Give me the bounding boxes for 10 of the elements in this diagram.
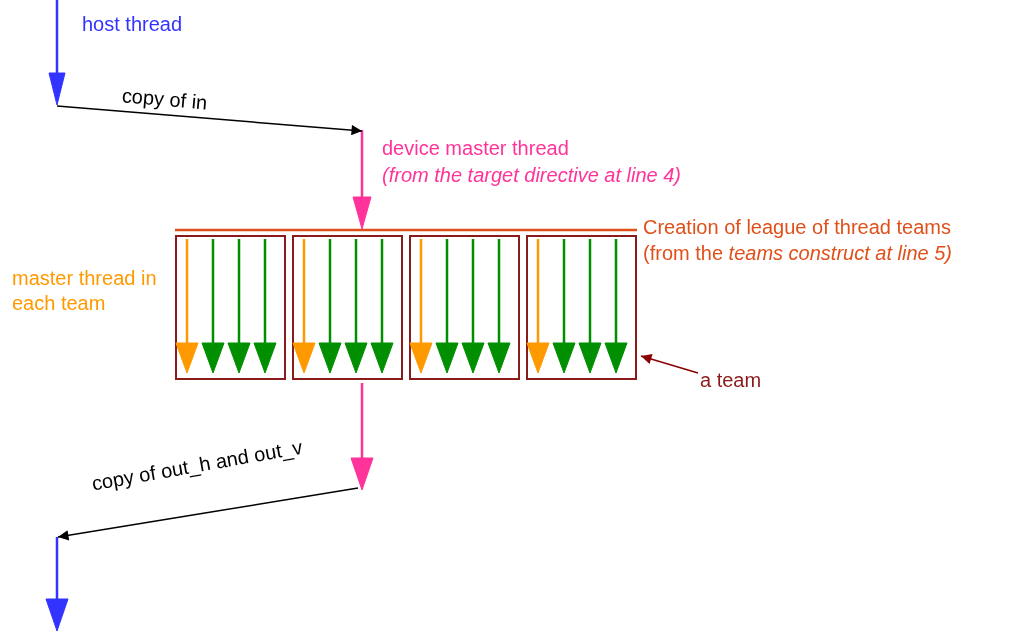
league-title: Creation of league of thread teams	[643, 215, 951, 240]
note-text: (from the teams construct at line 5)	[643, 241, 952, 266]
thread-label: host thread	[82, 12, 183, 37]
note-text: (from the target directive at line 4)	[382, 163, 681, 188]
callout-label: a team	[700, 368, 762, 393]
leader-line	[640, 353, 699, 374]
thread-label: device master thread	[382, 136, 569, 161]
arrow	[57, 487, 359, 541]
note-text: master thread in each team	[12, 266, 158, 316]
arrow	[56, 105, 363, 136]
